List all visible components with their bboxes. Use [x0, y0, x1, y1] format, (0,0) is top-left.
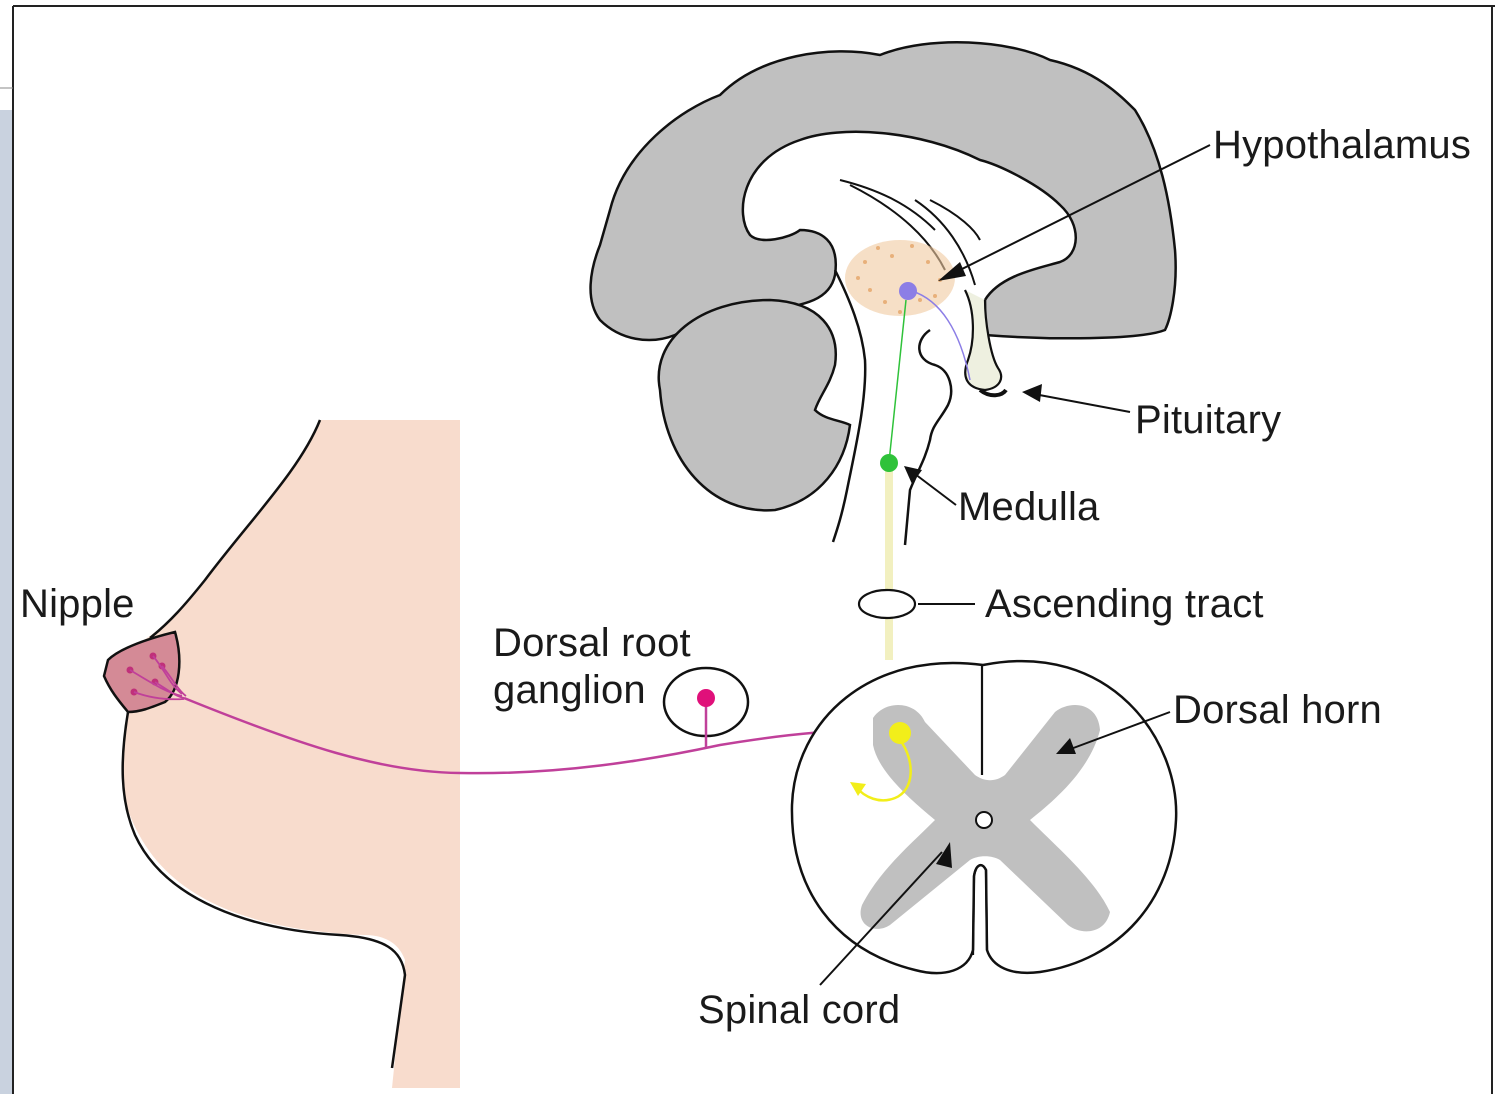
- sidebar-strip: [0, 110, 12, 1094]
- label-spinal-cord: Spinal cord: [698, 990, 900, 1030]
- hypothalamus-area: [845, 240, 955, 316]
- ganglion-cell-body: [697, 689, 715, 707]
- cerebellum: [659, 300, 850, 510]
- nipple: [104, 632, 179, 712]
- label-pituitary: Pituitary: [1135, 400, 1281, 440]
- pituitary-arrowhead: [1022, 384, 1042, 402]
- label-nipple: Nipple: [20, 584, 135, 624]
- label-dorsal-horn: Dorsal horn: [1173, 690, 1382, 730]
- label-dorsal-root-ganglion: Dorsal root ganglion: [493, 620, 691, 714]
- central-canal: [976, 812, 992, 828]
- medulla-to-hypothalamus-fiber: [889, 300, 906, 462]
- label-medulla: Medulla: [958, 487, 1099, 527]
- torso-skin: [108, 420, 460, 1088]
- brainstem-left: [833, 270, 865, 542]
- ventral-fissure-line: [973, 876, 974, 955]
- label-ascending-tract: Ascending tract: [985, 584, 1264, 624]
- label-hypothalamus: Hypothalamus: [1213, 125, 1471, 165]
- medulla-neuron: [880, 454, 898, 472]
- pituitary-gland: [980, 390, 1006, 395]
- ventral-fissure: [974, 865, 987, 950]
- ascending-tract: [859, 590, 915, 618]
- brainstem-right: [905, 330, 951, 545]
